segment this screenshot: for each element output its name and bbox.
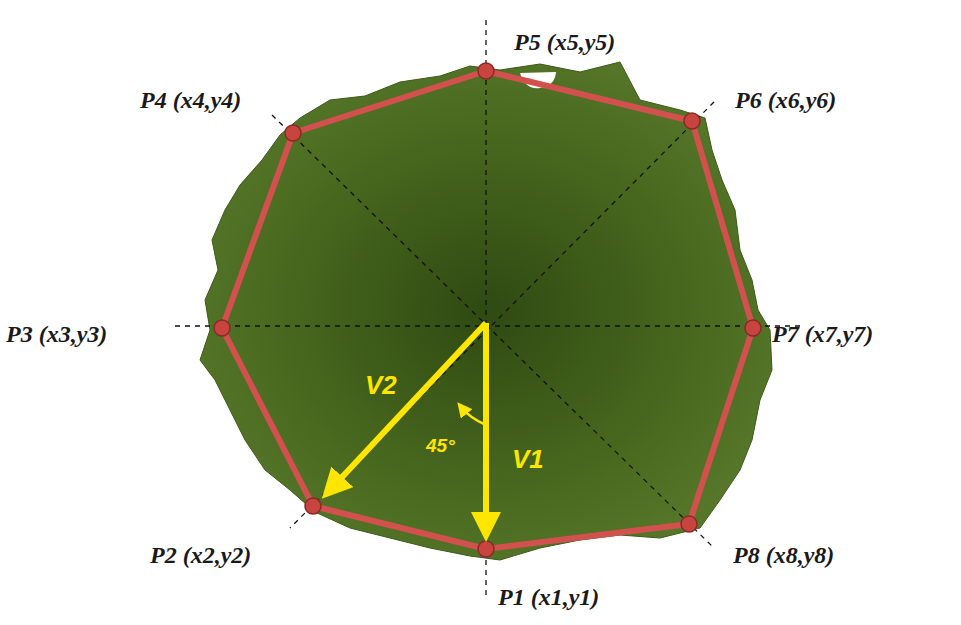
octagon-outline: [222, 71, 753, 549]
angle-label: 45°: [426, 436, 455, 455]
point-label: P6 (x6,y6): [735, 88, 836, 112]
radial-dashed-lines: [175, 20, 800, 600]
angle-arc: [462, 408, 486, 425]
point-label: P8 (x8,y8): [733, 543, 834, 567]
point-label: P5 (x5,y5): [514, 30, 615, 54]
point-label: P1 (x1,y1): [498, 585, 599, 609]
vector-label: V1: [512, 446, 544, 472]
point-label: P3 (x3,y3): [6, 322, 107, 346]
vector-label: V2: [365, 372, 397, 398]
point-label: P2 (x2,y2): [150, 543, 251, 567]
point-label: P7 (x7,y7): [772, 322, 873, 346]
vertex-dots: [214, 63, 761, 557]
vectors: [330, 323, 486, 530]
point-label: P4 (x4,y4): [140, 88, 241, 112]
